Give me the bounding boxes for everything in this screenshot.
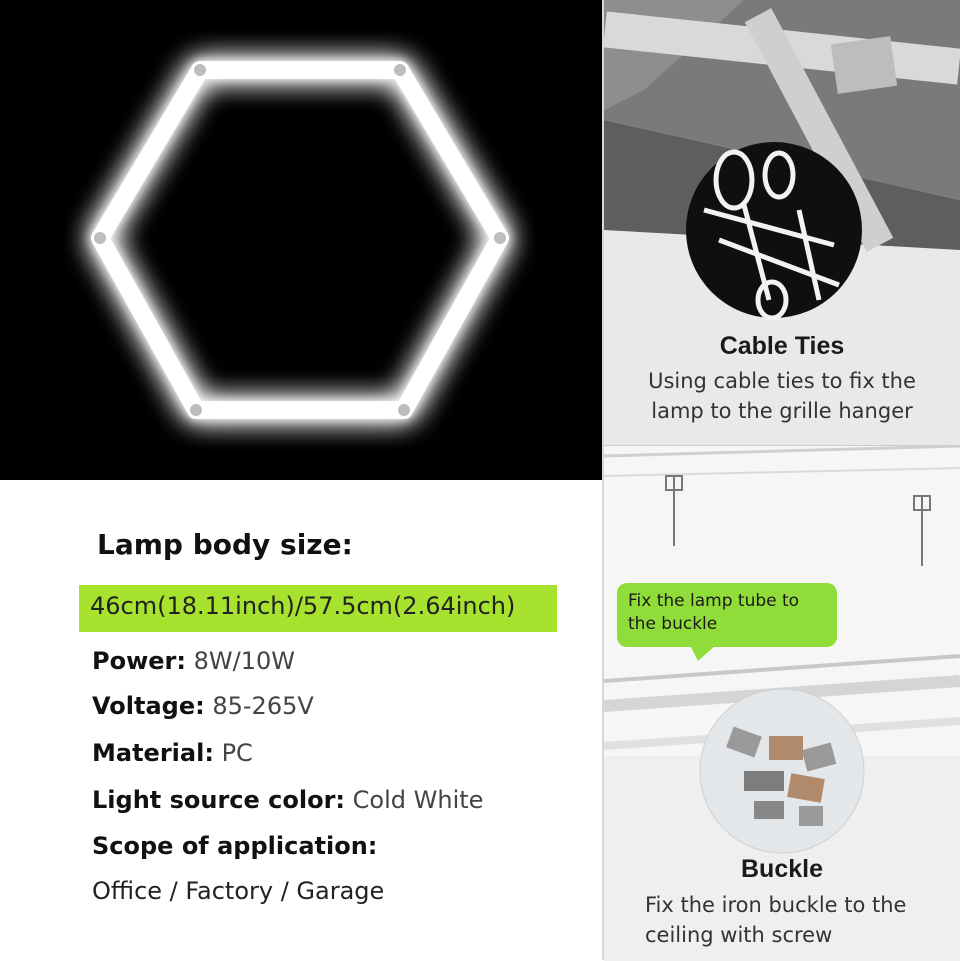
spec-material: Material: PC xyxy=(92,739,253,767)
ceiling-hanger-wires xyxy=(665,475,931,566)
cable-tie-loops xyxy=(703,149,840,321)
spec-voltage-value: 85-265V xyxy=(212,692,314,720)
hexagon-light-tubes xyxy=(91,61,509,419)
spec-voltage: Voltage: 85-265V xyxy=(92,692,314,720)
buckle-callout-line-1: Fix the lamp tube to xyxy=(628,591,800,611)
spec-material-value: PC xyxy=(221,739,253,767)
lamp-body-size-value: 46cm(18.11inch)/57.5cm(2.64inch) xyxy=(90,592,516,620)
cable-ties-description-line-1: Using cable ties to fix the xyxy=(648,369,916,393)
cable-ties-title: Cable Ties xyxy=(719,332,845,360)
hexagon-lamp-graphic xyxy=(91,61,509,419)
hexagon-lamp-image xyxy=(0,0,602,480)
buckle-panel xyxy=(604,445,960,961)
spec-voltage-label: Voltage: xyxy=(92,692,205,720)
cable-ties-panel xyxy=(604,0,960,445)
spec-power: Power: 8W/10W xyxy=(92,647,295,675)
column-divider xyxy=(602,0,604,960)
buckle-parts xyxy=(726,726,837,826)
lamp-body-size-heading: Lamp body size: xyxy=(97,528,353,561)
buckle-description-line-2: ceiling with screw xyxy=(645,923,833,947)
buckle-callout-line-2: the buckle xyxy=(628,614,718,634)
buckle-callout-tail xyxy=(690,645,716,661)
spec-power-label: Power: xyxy=(92,647,186,675)
spec-scope: Scope of application: xyxy=(92,832,377,860)
buckle-description: Fix the iron buckle to the ceiling with … xyxy=(645,890,945,950)
spec-scope-label: Scope of application: xyxy=(92,832,378,860)
spec-light-source-color-value: Cold White xyxy=(352,786,484,814)
cable-ties-description: Using cable ties to fix the lamp to the … xyxy=(604,366,960,426)
buckle-callout-text: Fix the lamp tube to the buckle xyxy=(628,590,833,636)
ceiling-buckle-illustration xyxy=(604,446,960,961)
size-highlight-bar xyxy=(79,585,557,632)
cable-ties-description-line-2: lamp to the grille hanger xyxy=(651,399,913,423)
spec-material-label: Material: xyxy=(92,739,214,767)
spec-light-source-color: Light source color: Cold White xyxy=(92,786,483,814)
spec-power-value: 8W/10W xyxy=(193,647,295,675)
buckle-title: Buckle xyxy=(741,855,823,883)
buckle-callout-bubble xyxy=(617,583,837,647)
spec-scope-value: Office / Factory / Garage xyxy=(92,877,385,905)
ceiling-grille-cable-ties-illustration xyxy=(604,0,960,445)
hexagon-connectors xyxy=(94,64,506,416)
buckle-description-line-1: Fix the iron buckle to the xyxy=(645,893,907,917)
spec-light-source-color-label: Light source color: xyxy=(92,786,346,814)
